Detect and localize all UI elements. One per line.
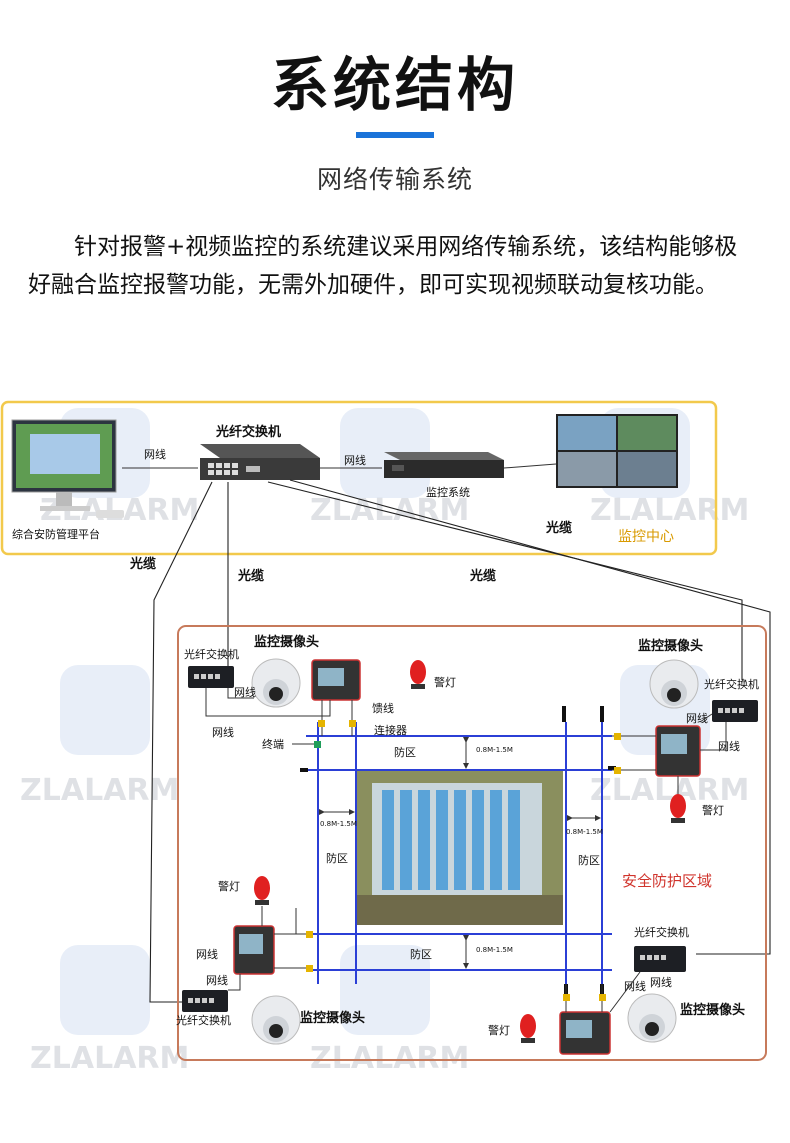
page-subtitle: 网络传输系统 [316,165,473,194]
watermarks: ZLALARM ZLALARM ZLALARM ZLALARM ZLALARM … [20,408,749,1076]
system-diagram: ZLALARM ZLALARM ZLALARM ZLALARM ZLALARM … [0,400,771,1076]
right-lan-label: 网线 [718,739,740,753]
right-camera-icon [649,659,699,709]
zone-label-top: 防区 [394,745,416,759]
cable-label-lan: 网线 [344,453,366,467]
fiber-cables [149,479,771,1003]
right-camera-label: 监控摄像头 [638,638,703,654]
fiber-label: 光缆 [545,520,572,536]
top-left-switch-label: 光纤交换机 [184,647,239,661]
watermark-text: ZLALARM [310,1041,469,1076]
top-left-controller-icon [311,659,361,701]
nvr-icon [384,452,504,478]
zone-label-bottom: 防区 [410,947,432,961]
video-wall-icon [556,414,678,488]
cable-label-lan: 网线 [144,447,166,461]
bottom-right-camera-icon [627,993,677,1043]
bottom-left-alarm-light-icon [254,876,270,905]
top-left-camera-label: 监控摄像头 [254,634,319,650]
connector-icon [349,720,356,727]
top-left-camera-icon [251,658,301,708]
aerial-photo [357,771,563,925]
top-left-alarm-light-icon [410,660,426,689]
top-left-cables [205,688,353,736]
bottom-left-lan-label: 网线 [206,973,228,987]
bottom-left-switch-label: 光纤交换机 [176,1013,231,1027]
fiber-label-right: 光缆 [469,568,496,584]
top-left-alarm-label: 警灯 [434,675,456,689]
spacing-label: 0.8M-1.5M [566,828,603,836]
right-alarm-light-icon [670,794,686,823]
connector-icon [614,767,621,774]
bottom-right-switch-icon [634,946,686,972]
feeder-label: 馈线 [372,701,394,715]
terminal-icon [314,741,321,748]
right-alarm-label: 警灯 [702,803,724,817]
bottom-right-lan-label: 网线 [624,979,646,993]
page-title: 系统结构 [270,51,519,119]
bottom-right-alarm-label: 警灯 [488,1023,510,1037]
management-platform-monitor [11,419,124,518]
monitor-center-border [0,400,718,556]
bottom-right-switch-label: 光纤交换机 [634,925,689,939]
spacing-label: 0.8M-1.5M [320,820,357,828]
watermark-text: ZLALARM [20,773,179,808]
platform-label: 综合安防管理平台 [12,527,100,541]
title-underline [356,132,434,138]
bottom-right-camera-label: 监控摄像头 [680,1002,745,1018]
bottom-right-alarm-light-icon [520,1014,536,1043]
bottom-right-controller-icon [559,1011,611,1055]
connector-icon [318,720,325,727]
central-fiber-switch-icon [200,444,320,480]
watermark-text: ZLALARM [590,773,749,808]
fiber-label-mid: 光缆 [237,568,264,584]
right-switch-icon [712,700,758,722]
bottom-left-cables [228,906,306,991]
watermark-text: ZLALARM [30,1041,189,1076]
bottom-left-camera-label: 监控摄像头 [300,1010,365,1026]
bottom-left-controller-icon [233,925,275,975]
zone-label-right: 防区 [578,853,600,867]
fiber-label-left: 光缆 [129,556,156,572]
connector-icon [563,994,570,1001]
central-switch-label: 光纤交换机 [215,424,281,440]
protected-area-label: 安全防护区域 [622,872,712,890]
bottom-left-lan-label: 网线 [196,947,218,961]
connector-icon [599,994,606,1001]
connector-label: 连接器 [374,724,407,737]
bottom-left-camera-icon [251,995,301,1045]
intro-paragraph: 针对报警+视频监控的系统建议采用网络传输系统，该结构能够极好融合监控报警功能，无… [28,234,738,298]
connector-icon [306,931,313,938]
right-switch-label: 光纤交换机 [704,677,759,691]
protected-area-border [177,625,767,1061]
top-left-lan-label: 网线 [212,725,234,739]
spacing-label: 0.8M-1.5M [476,946,513,954]
right-lan-label: 网线 [686,711,708,725]
terminal-label: 终端 [262,737,284,751]
connector-icon [306,965,313,972]
top-left-lan-label: 网线 [234,685,256,699]
bottom-left-switch-icon [182,990,228,1012]
watermark-text: ZLALARM [590,493,749,528]
right-controller-icon [655,725,701,777]
connector-icon [614,733,621,740]
top-left-switch-icon [188,666,234,688]
nvr-label: 监控系统 [426,485,470,499]
zone-label-left: 防区 [326,851,348,865]
monitor-center-label: 监控中心 [618,529,674,545]
bottom-right-lan-label: 网线 [650,975,672,989]
spacing-arrows [319,737,601,969]
fence-lines [306,722,612,984]
bottom-left-alarm-label: 警灯 [218,879,240,893]
spacing-label: 0.8M-1.5M [476,746,513,754]
